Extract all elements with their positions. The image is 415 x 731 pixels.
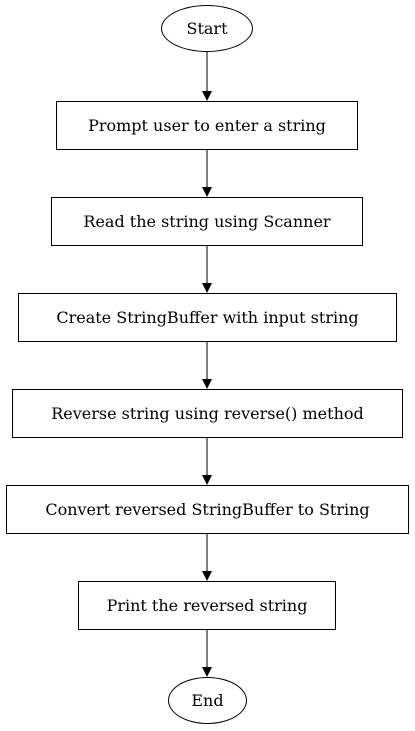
- convert-step: Convert reversed StringBuffer to String: [6, 485, 409, 534]
- prompt-step: Prompt user to enter a string: [56, 101, 358, 150]
- end-node: End: [168, 677, 247, 724]
- create-step: Create StringBuffer with input string: [18, 293, 397, 342]
- reverse-step: Reverse string using reverse() method: [12, 389, 403, 438]
- print-step: Print the reversed string: [78, 581, 336, 630]
- read-step: Read the string using Scanner: [51, 197, 363, 246]
- start-node: Start: [161, 5, 253, 52]
